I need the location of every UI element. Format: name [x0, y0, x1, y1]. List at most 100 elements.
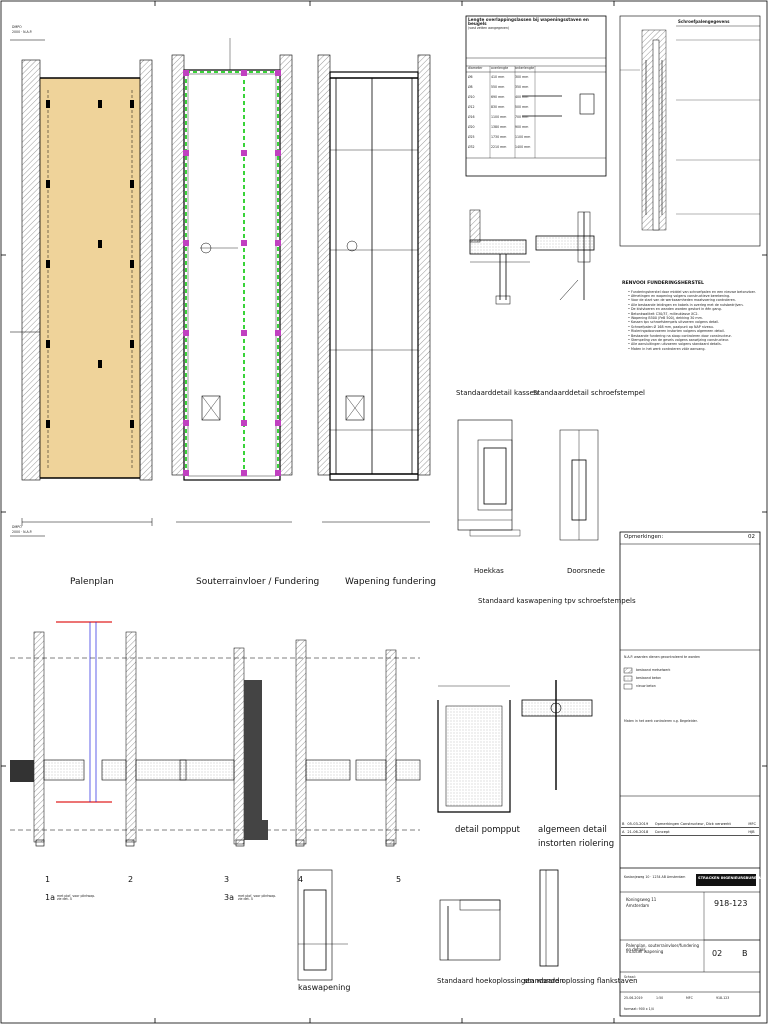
detail-instorten: [521, 680, 593, 790]
overlap-cell: Ø6: [468, 75, 473, 79]
section-label-4: 4: [298, 875, 304, 884]
overlap-table-title: Lengte overlappingslassen bij wapeningss…: [468, 17, 589, 27]
sheet-format: formaat: 900 x 1/4: [624, 1007, 654, 1011]
overlap-col-diameter: diameter: [468, 66, 483, 70]
souterrain-title: Souterrainvloer / Fundering: [196, 577, 320, 587]
company-address: Kastanjeweg 10 · 1234 AB Amsterdam: [624, 875, 686, 879]
section-label-5: 5: [396, 875, 402, 884]
detail-flankstaven: [539, 869, 559, 967]
overlap-cell: 1730 mm: [491, 135, 507, 139]
detail-doorsnede: [559, 429, 599, 541]
overlap-col-overlengte: overlengte: [491, 66, 509, 70]
overlap-cell: 1380 mm: [491, 125, 507, 129]
overlap-cell: 700 mm: [515, 115, 529, 119]
overlap-cell: 550 mm: [491, 85, 505, 89]
overlap-cell: Ø10: [468, 95, 475, 99]
renvooi-item: Bestaande fundering na sloop controleren…: [628, 334, 758, 338]
section-label-3a: 3a: [224, 893, 234, 902]
palenplan-title: Palenplan: [70, 577, 114, 587]
renvooi-item: Rioleringsdoorvoeren instorten volgens a…: [628, 329, 758, 333]
legend-item-nieuw-beton: nieuw beton: [636, 684, 656, 688]
overlap-cell: Ø32: [468, 145, 475, 149]
instorten-title-line1: algemeen detail: [538, 825, 607, 835]
renvooi-item: Schroefpalen Ø 168 mm, paalpunt op NAP n…: [628, 325, 758, 329]
overlap-cell: 500 mm: [515, 105, 529, 109]
overlap-cell: Ø20: [468, 125, 475, 129]
level-dmpo-bottom: DMPO: [12, 525, 22, 529]
overlap-cell: 2210 mm: [491, 145, 507, 149]
drawing-title: Palenplan, souterrainvloer/fundering en …: [626, 943, 700, 952]
opmerkingen-label: Opmerkingen:: [624, 534, 664, 540]
maten-note: Maten in het werk controleren v.g. Begel…: [624, 719, 698, 723]
overlap-cell: 400 mm: [515, 95, 529, 99]
overlap-table-frame: [465, 15, 607, 177]
overlap-cell: 1100 mm: [491, 115, 507, 119]
renvooi-item: Kassen tpv schroefstempels uitvoeren vol…: [628, 320, 758, 324]
detail-kassen: [469, 209, 530, 305]
overlap-cell: Ø16: [468, 115, 475, 119]
flankstaven-title: standaard oplossing flankstaven: [524, 977, 638, 985]
title-block-frame: [619, 531, 761, 1017]
schroefpaal-block: [619, 15, 761, 247]
section-label-3: 3: [224, 875, 230, 884]
revision-date: 05-03-2019: [626, 820, 654, 828]
renvooi-item: Funderingsherstel door middel van schroe…: [628, 290, 758, 294]
overlap-col-ankerlengte: ankerlengte: [515, 66, 535, 70]
scale-label: Schaal:: [624, 975, 636, 979]
palenplan-drawing: [10, 39, 153, 537]
legend-item-bestaand-beton: bestaand beton: [636, 676, 662, 680]
legend-intro: N.A.P. waarden dienen gecontroleerd te w…: [624, 655, 700, 659]
title-checked: 918-123: [716, 996, 730, 1000]
overlap-cell: Ø12: [468, 105, 475, 109]
legend-item-metselwerk: bestaand metselwerk: [636, 668, 671, 672]
sheet-number: 02: [712, 949, 723, 958]
wapening-title: Wapening fundering: [345, 577, 437, 587]
detail-schroefstempel: [535, 211, 595, 301]
overlap-cell: 830 mm: [491, 105, 505, 109]
detail-hoekkas: [457, 419, 521, 537]
project-address-2: Amsterdam: [626, 903, 650, 908]
level-nap-bottom: 2000 · N.A.P.: [12, 530, 33, 534]
title-date: 25-06-2019: [624, 996, 643, 1000]
overlap-cell: 690 mm: [491, 95, 505, 99]
section-label-1: 1: [45, 875, 51, 884]
renvooi-item: Alle bestaande leidingen en kabels in ov…: [628, 303, 758, 307]
section-note-3a: met plof, voor plintwap. zie det. 4: [238, 894, 277, 902]
renvooi-item: Stempeling van de gevels volgens aanwijz…: [628, 338, 758, 342]
renvooi-item: Alle aansluitingen uitvoeren volgens sta…: [628, 342, 758, 346]
renvooi-item: Voor de start van de werkzaamheden maatv…: [628, 298, 758, 302]
overlap-table-subtitle: (vast zetten aangegeven): [468, 26, 510, 31]
hoekkas-title: Hoekkas: [474, 567, 504, 575]
overlap-cell: 900 mm: [515, 125, 529, 129]
revision-text: Opmerkingen Constructeur, Dick verwerkt: [653, 820, 748, 828]
revision-by: HJB: [747, 827, 759, 836]
title-drawn: MFC: [686, 996, 693, 1000]
pompput-title: detail pompput: [455, 825, 520, 835]
renvooi-list: Funderingsherstel door middel van schroe…: [622, 290, 758, 352]
overlap-cell: 300 mm: [515, 75, 529, 79]
section-label-2: 2: [128, 875, 134, 884]
detail-hoekoplossingen: [439, 899, 501, 961]
detail-kaswapening-section: [297, 869, 348, 981]
revision-date: 21-06-2018: [626, 827, 654, 836]
souterrain-drawing: [171, 38, 293, 523]
overlap-cell: 410 mm: [491, 75, 505, 79]
renvooi-item: Maten in het werk controleren vóór aanva…: [628, 347, 758, 351]
overlap-cell: 1400 mm: [515, 145, 531, 149]
schroefpaal-title: Schroefpalengegevens: [678, 19, 730, 24]
renvooi-item: De kistvloeren en wanden worden gestort …: [628, 307, 758, 311]
wapening-drawing: [317, 54, 431, 523]
level-nap-top: 2000 · N.A.P.: [12, 30, 33, 34]
renvooi-item: Betonkwaliteit C30/37, milieuklasse XC2.: [628, 312, 758, 316]
revision-letter: B: [742, 949, 748, 958]
revision-text: Concept: [653, 827, 748, 836]
doorsnede-title: Doorsnede: [567, 567, 605, 575]
renvooi-block: RENVOOI FUNDERINGSHERSTEL Funderingshers…: [622, 281, 758, 352]
renvooi-title: RENVOOI FUNDERINGSHERSTEL: [622, 281, 704, 286]
kassen-title: Standaarddetail kassen: [456, 389, 539, 397]
